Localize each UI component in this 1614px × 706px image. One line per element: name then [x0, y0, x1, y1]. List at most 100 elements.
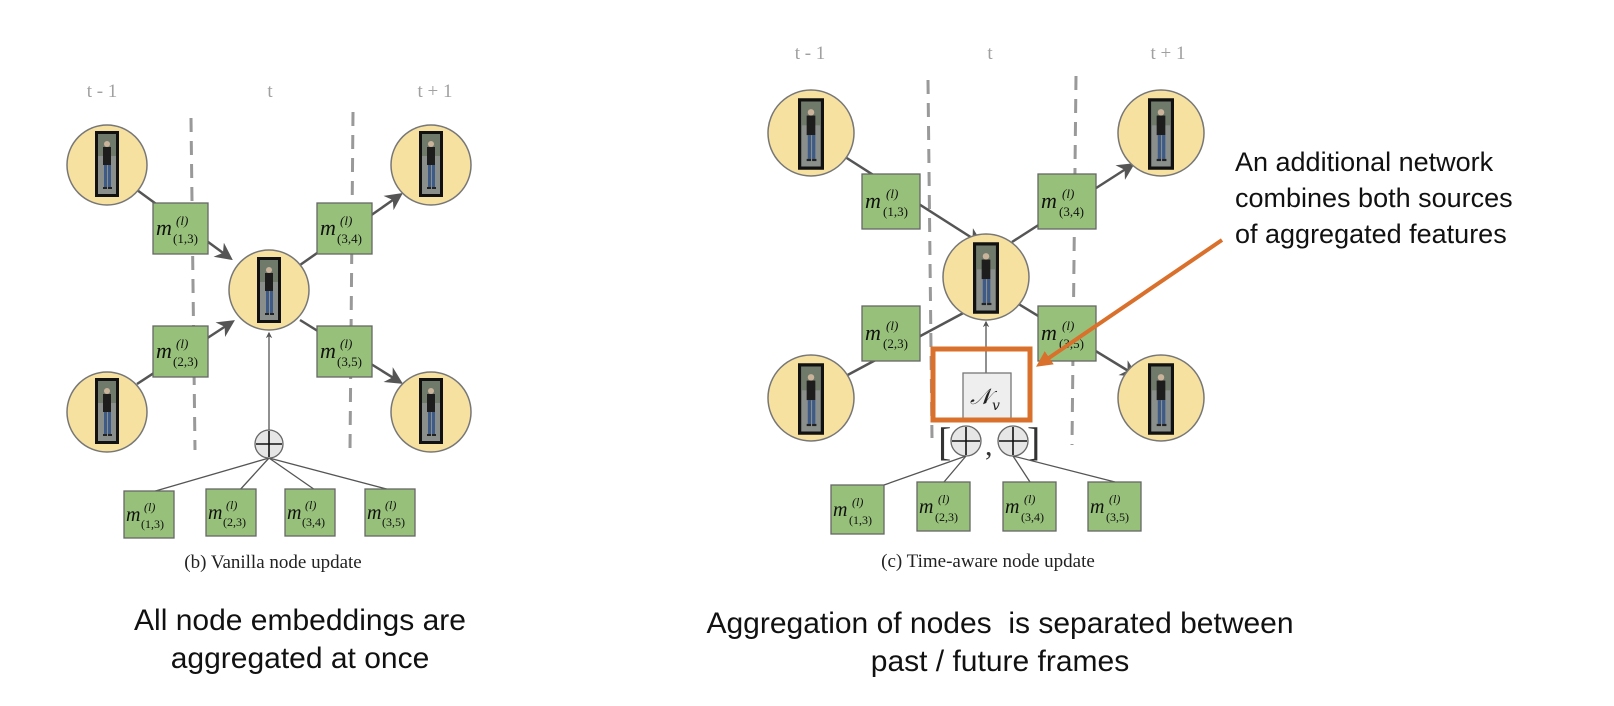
annotation-arrow: [1036, 238, 1224, 367]
svg-text:m: m: [367, 502, 381, 524]
agg-line-4: [1012, 455, 1116, 483]
svg-text:(3,4): (3,4): [1021, 510, 1044, 524]
annotation-network: An additional network combines both sour…: [1235, 144, 1513, 252]
annotation-line-2: combines both sources: [1235, 183, 1513, 213]
bottom-message-2-3: m (l) (2,3): [916, 481, 971, 532]
svg-text:(2,3): (2,3): [223, 515, 246, 529]
agg-line-1: [883, 455, 967, 486]
svg-text:m: m: [833, 499, 847, 521]
svg-text:(3,5): (3,5): [337, 354, 362, 369]
bottom-message-1-3: m (l) (1,3): [830, 484, 885, 535]
svg-text:(l): (l): [340, 213, 352, 228]
description-time-aware: Aggregation of nodes is separated betwee…: [660, 605, 1340, 681]
agg-line-1: [151, 457, 270, 493]
time-label-t-minus-1: t - 1: [87, 81, 118, 102]
node-4: [390, 124, 472, 206]
node-2: [66, 371, 148, 453]
message-1-3: m (l) (1,3): [152, 202, 209, 255]
svg-text:(l): (l): [886, 318, 898, 333]
node-1: [66, 124, 148, 206]
svg-text:(3,4): (3,4): [1059, 204, 1084, 219]
node-3: [228, 249, 310, 331]
bottom-message-3-5: m (l) (3,5): [364, 488, 416, 537]
svg-text:(l): (l): [852, 495, 863, 509]
svg-text:m: m: [156, 215, 172, 240]
node-3: [942, 233, 1030, 321]
time-label-t: t: [987, 43, 993, 64]
message-1-3: m (l) (1,3): [861, 173, 921, 230]
annotation-line-1: An additional network: [1235, 147, 1494, 177]
agg-line-2: [943, 455, 967, 483]
annotation-line-3: of aggregated features: [1235, 219, 1507, 249]
person-thumbnail: [257, 257, 281, 323]
svg-text:m: m: [1041, 320, 1057, 345]
divider-future: [348, 111, 355, 451]
agg-line-3: [268, 457, 319, 493]
person-thumbnail: [973, 242, 999, 314]
time-label-t-minus-1: t - 1: [795, 43, 826, 64]
divider-past: [926, 79, 934, 439]
svg-text:(l): (l): [305, 498, 316, 512]
bottom-message-2-3: m (l) (2,3): [205, 488, 257, 537]
svg-text:(l): (l): [176, 213, 188, 228]
time-label-t-plus-1: t + 1: [418, 81, 453, 102]
svg-text:(2,3): (2,3): [173, 354, 198, 369]
svg-text:(l): (l): [1024, 492, 1035, 506]
message-3-4: m (l) (3,4): [1037, 173, 1097, 230]
bracket-open: [: [938, 419, 951, 464]
bracket-close: ]: [1027, 419, 1040, 464]
panel-vanilla: t - 1 t t + 1: [66, 81, 472, 573]
agg-line-2: [237, 457, 270, 493]
svg-text:(l): (l): [938, 492, 949, 506]
bottom-message-3-5: m (l) (3,5): [1087, 481, 1142, 532]
node-5: [390, 371, 472, 453]
svg-text:(3,5): (3,5): [1106, 510, 1129, 524]
divider-future: [1070, 75, 1078, 446]
svg-text:m: m: [287, 502, 301, 524]
message-2-3: m (l) (2,3): [152, 325, 209, 378]
description-time-aware-line-2: past / future frames: [870, 645, 1130, 678]
highlight-box: [930, 346, 1033, 423]
svg-text:(l): (l): [1062, 186, 1074, 201]
message-2-3: m (l) (2,3): [861, 305, 921, 362]
svg-text:(3,5): (3,5): [382, 515, 405, 529]
svg-text:m: m: [320, 215, 336, 240]
svg-text:(l): (l): [144, 500, 155, 514]
svg-text:m: m: [1041, 188, 1057, 213]
svg-text:(l): (l): [1109, 492, 1120, 506]
node-network-nv: 𝒩 v: [962, 372, 1012, 421]
node-2: [767, 354, 855, 442]
agg-line-4: [268, 457, 399, 493]
message-3-4: m (l) (3,4): [316, 202, 373, 255]
svg-text:m: m: [865, 188, 881, 213]
svg-text:m: m: [1005, 496, 1019, 518]
svg-text:m: m: [865, 320, 881, 345]
svg-text:m: m: [156, 338, 172, 363]
caption-time-aware: (c) Time-aware node update: [881, 551, 1095, 572]
description-time-aware-line-1: Aggregation of nodes is separated betwee…: [706, 607, 1294, 640]
person-thumbnail: [419, 131, 443, 197]
node-5: [1117, 354, 1205, 442]
svg-text:(l): (l): [340, 336, 352, 351]
description-vanilla: All node embeddings are aggregated at on…: [90, 602, 510, 678]
node-4: [1117, 89, 1205, 177]
svg-text:m: m: [208, 502, 222, 524]
svg-text:(l): (l): [1062, 318, 1074, 333]
caption-vanilla: (b) Vanilla node update: [184, 552, 361, 573]
sum-aggregator-future-icon: [997, 425, 1029, 457]
svg-text:m: m: [320, 338, 336, 363]
node-1: [767, 89, 855, 177]
svg-text:(1,3): (1,3): [883, 204, 908, 219]
svg-text:m: m: [919, 496, 933, 518]
description-vanilla-line-1: All node embeddings are: [134, 604, 466, 637]
svg-text:(l): (l): [385, 498, 396, 512]
bracket-comma: ,: [985, 429, 993, 462]
bottom-message-3-4: m (l) (3,4): [284, 488, 336, 537]
svg-text:(l): (l): [176, 336, 188, 351]
panel-time-aware: t - 1 t t + 1 m: [767, 43, 1224, 572]
svg-text:(1,3): (1,3): [849, 513, 872, 527]
message-3-5: m (l) (3,5): [316, 325, 373, 378]
time-label-t-plus-1: t + 1: [1151, 43, 1186, 64]
svg-text:(l): (l): [886, 186, 898, 201]
